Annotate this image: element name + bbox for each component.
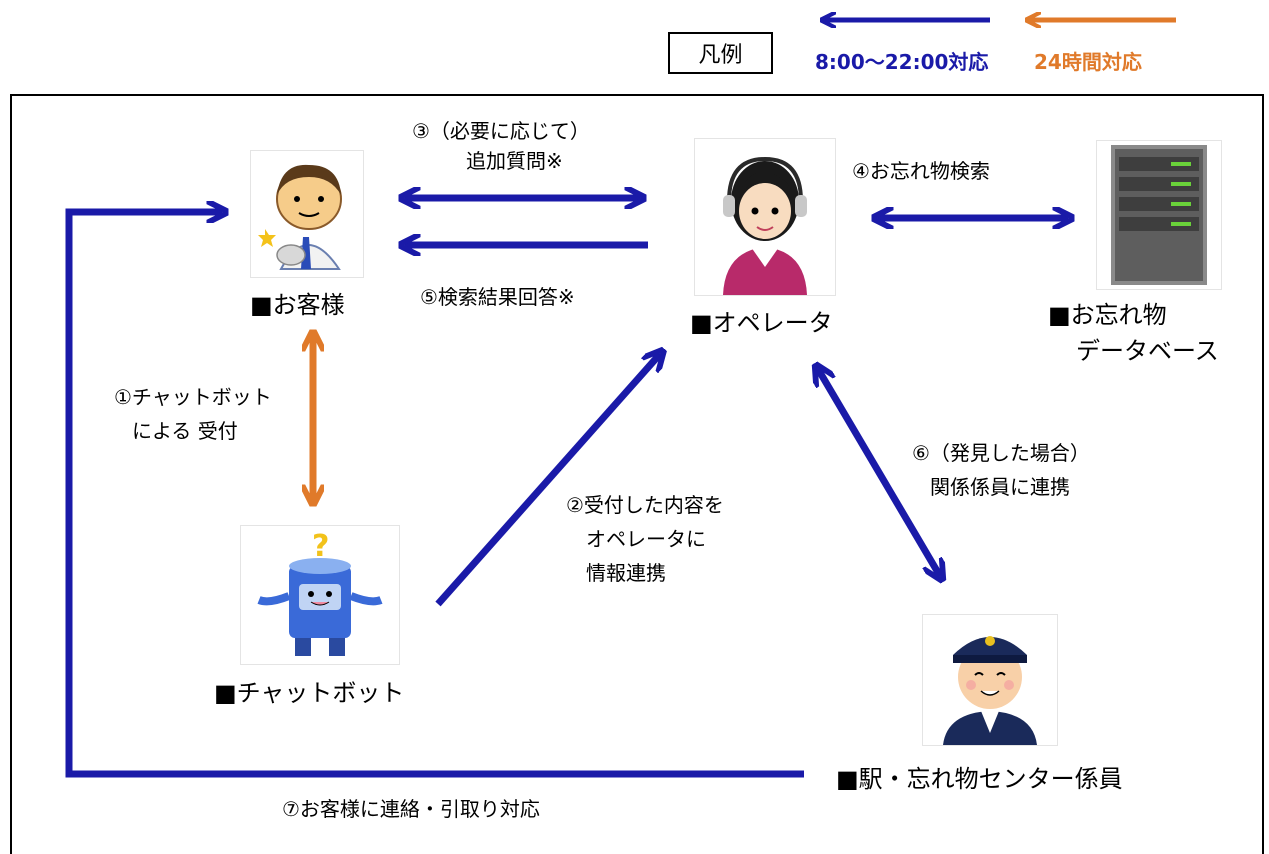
step7-label: ⑦お客様に連絡・引取り対応 xyxy=(282,797,540,821)
legend-label: 凡例 xyxy=(698,43,743,68)
step6-label-line1: ⑥（発見した場合） xyxy=(912,441,1090,465)
step2-label-line1: ②受付した内容を xyxy=(566,493,724,517)
database-label-line1: ■お忘れ物 xyxy=(1048,301,1167,329)
step6-label-line2: 関係係員に連携 xyxy=(930,475,1070,499)
robot-icon: ? xyxy=(257,529,383,656)
customer-label: ■お客様 xyxy=(250,291,345,319)
step5-label: ⑤検索結果回答※ xyxy=(420,285,575,309)
station-staff-icon xyxy=(943,636,1037,745)
arrow-step7 xyxy=(65,212,804,778)
operator-picture xyxy=(694,138,836,296)
legend-box: 凡例 xyxy=(668,32,773,74)
customer-picture xyxy=(250,150,364,278)
step2-label-line2: オペレータに xyxy=(586,527,706,551)
database-label-line2: データベース xyxy=(1076,337,1219,365)
svg-text:?: ? xyxy=(312,529,329,564)
step3-label-line2: 追加質問※ xyxy=(466,149,563,173)
step1-label-line1: ①チャットボット xyxy=(114,385,272,409)
customer-icon xyxy=(258,164,342,270)
staff-picture xyxy=(922,614,1058,746)
arrow-step2 xyxy=(435,354,660,607)
operator-label: ■オペレータ xyxy=(690,309,833,337)
arrows-layer xyxy=(65,0,1176,778)
server-icon xyxy=(1111,145,1207,285)
arrow-step6 xyxy=(818,369,940,576)
database-picture xyxy=(1096,140,1222,290)
staff-label: ■駅・忘れ物センター係員 xyxy=(836,765,1123,793)
legend-orange-text: 24時間対応 xyxy=(1034,50,1142,74)
operator-icon xyxy=(723,156,807,295)
step4-label: ④お忘れ物検索 xyxy=(852,159,990,183)
chatbot-label: ■チャットボット xyxy=(214,679,405,707)
diagram-frame xyxy=(10,94,1264,854)
step1-label-line2: による 受付 xyxy=(132,419,238,443)
step2-label-line3: 情報連携 xyxy=(586,561,666,585)
chatbot-picture: ? xyxy=(240,525,400,665)
legend-blue-text: 8:00～22:00対応 xyxy=(815,50,989,74)
step3-label-line1: ③（必要に応じて） xyxy=(412,119,590,143)
